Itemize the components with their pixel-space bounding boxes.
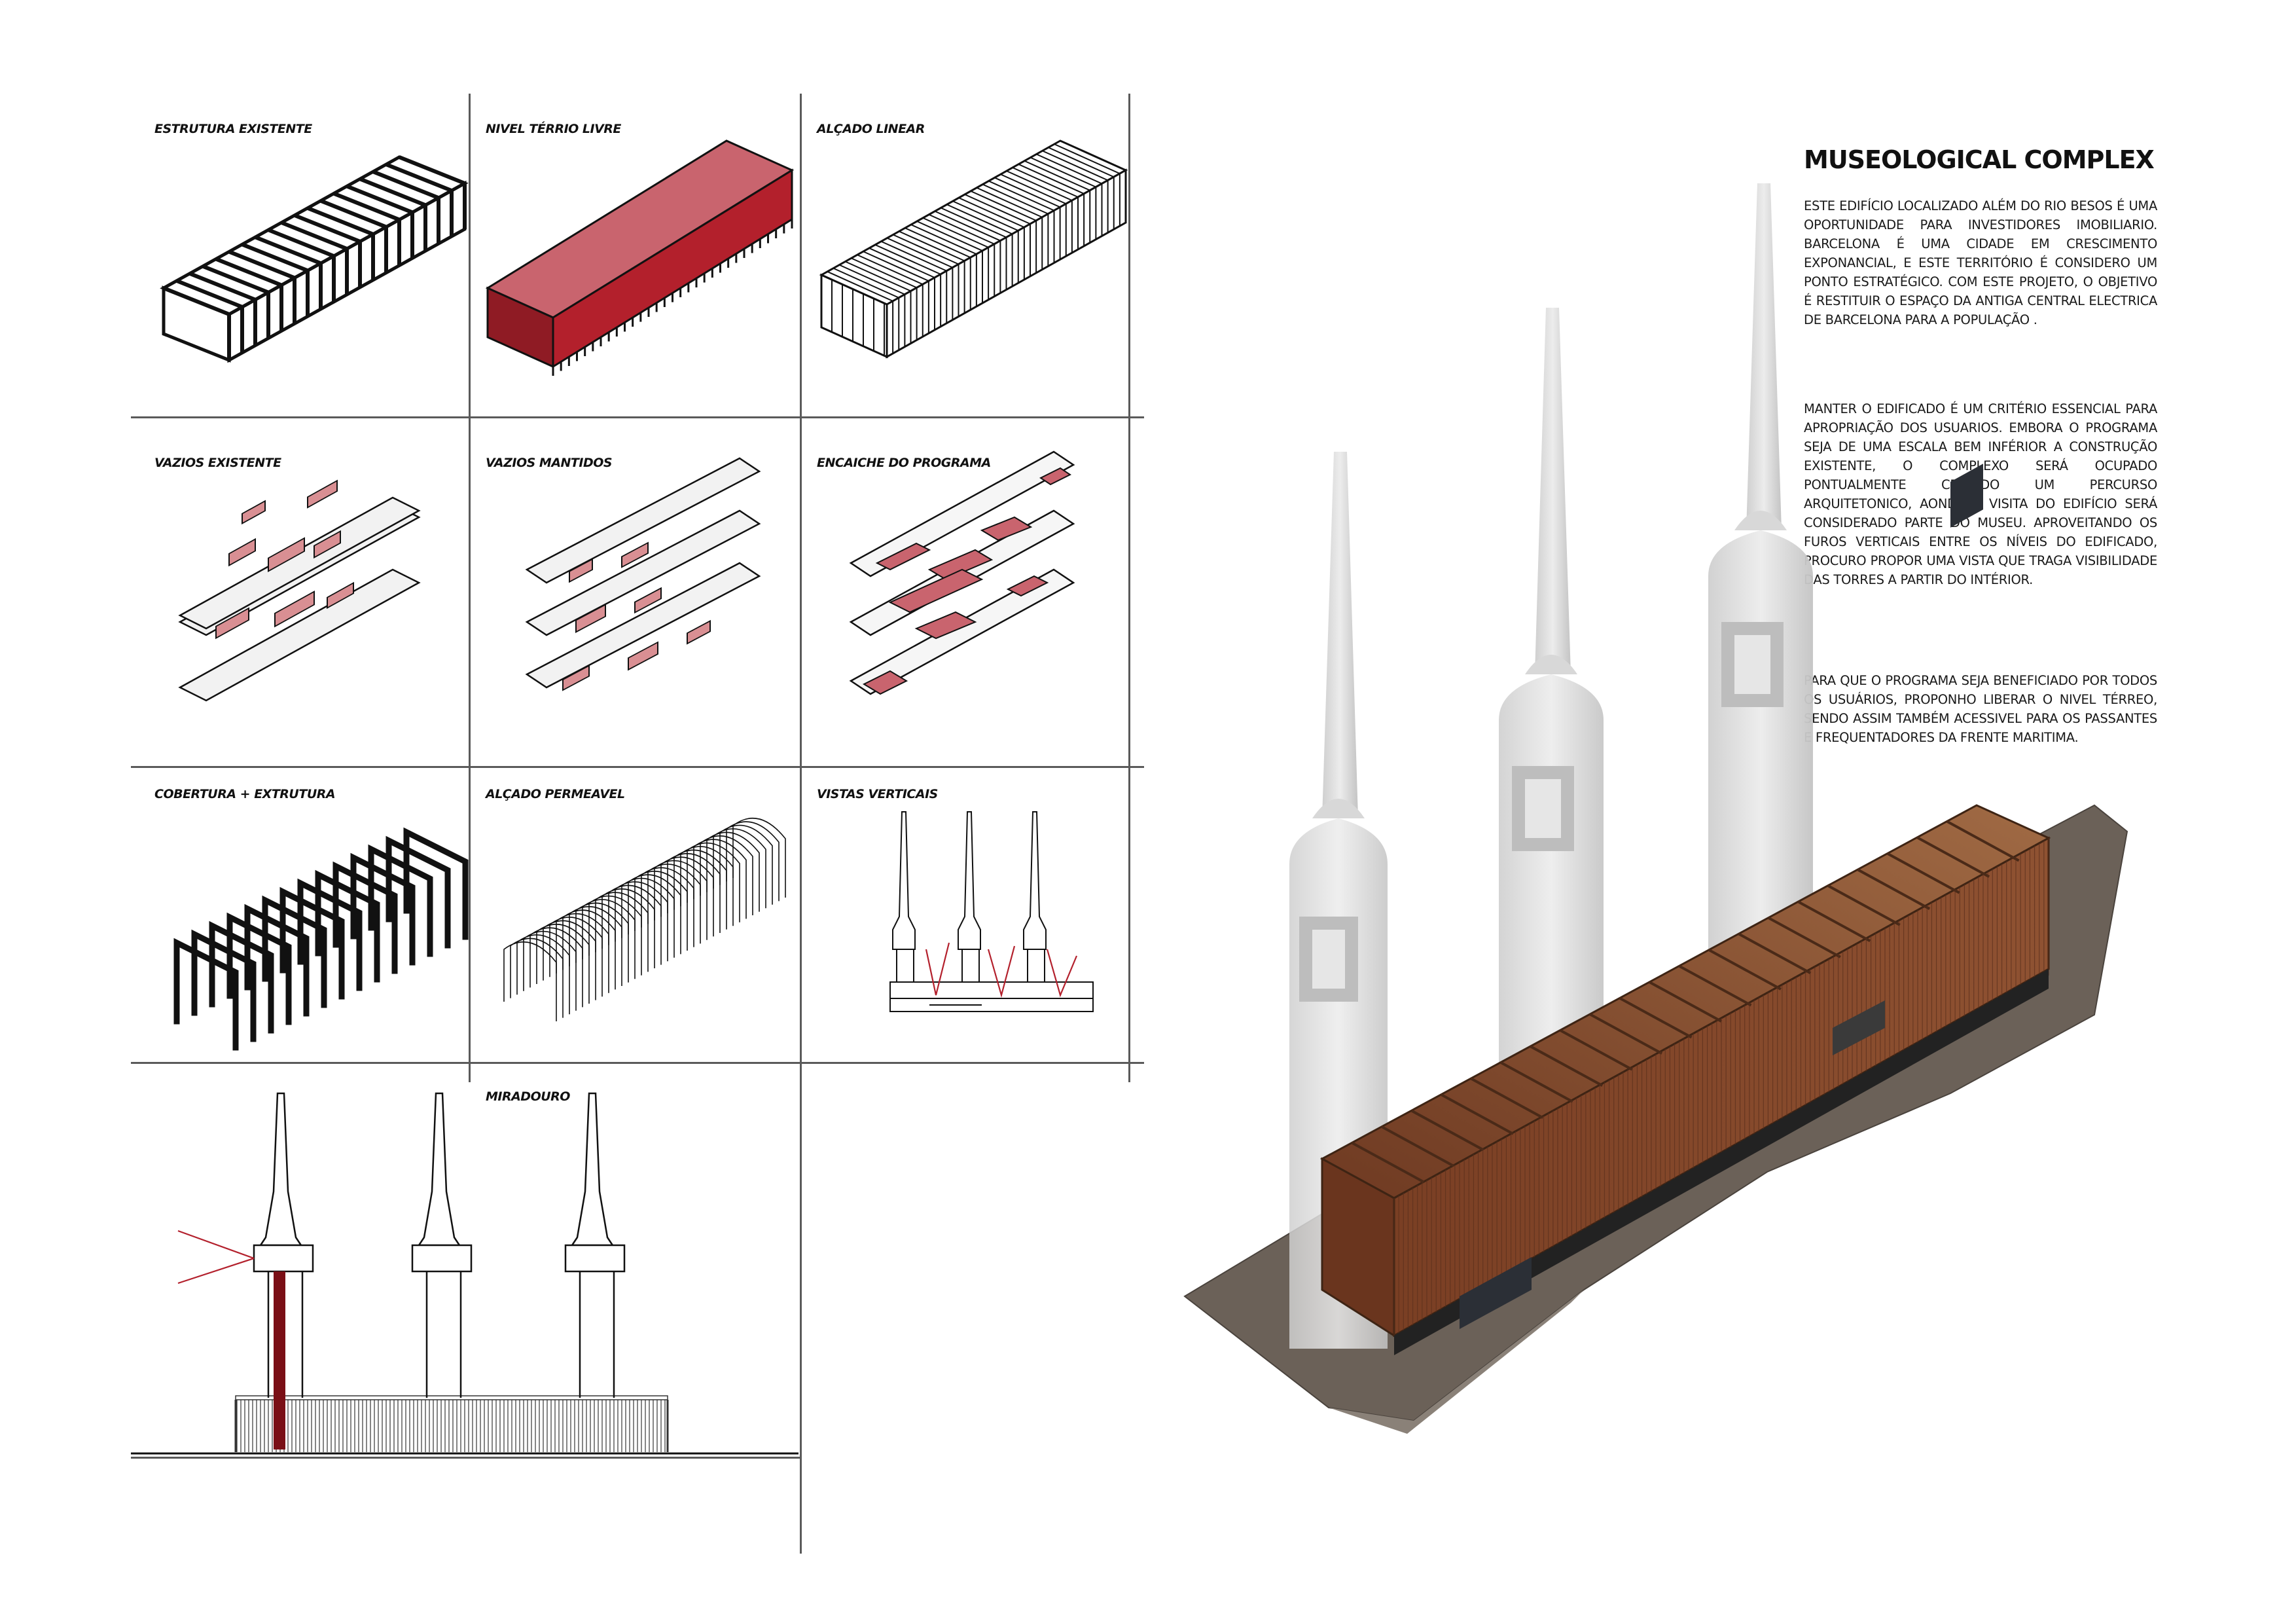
grid-hline-3 [131,1062,1144,1064]
diagram-nivel-terreo-livre [485,139,795,376]
diagram-alcado-linear [819,139,1128,359]
grid-vline-3 [1128,94,1130,1082]
label-encaixe-do-programa: ENCAICHE DO PROGRAMA [817,456,991,470]
label-alcado-permeavel: ALÇADO PERMEAVEL [486,787,625,801]
label-alcado-linear: ALÇADO LINEAR [817,122,925,136]
grid-hline-4 [131,1457,800,1459]
diagram-vistas-verticais [889,811,1094,1012]
grid-hline-1 [131,416,1144,418]
diagram-cobertura-extrutura [173,827,469,1051]
diagram-vazios-mantidos [525,457,761,691]
label-vazios-mantidos: VAZIOS MANTIDOS [486,456,613,470]
render-museological-complex [1183,183,2128,1434]
paragraph-1: ESTE EDIFÍCIO LOCALIZADO ALÉM DO RIO BES… [1804,198,2157,327]
diagram-encaixe-do-programa [849,450,1075,695]
label-miradouro: MIRADOURO [486,1089,570,1104]
label-estrutura-existente: ESTRUTURA EXISTENTE [154,122,312,136]
diagram-estrutura-existente [160,155,469,363]
diagram-alcado-permeavel [503,817,786,1021]
label-cobertura-extrutura: COBERTURA + EXTRUTURA [154,787,336,801]
label-vazios-existente: VAZIOS EXISTENTE [154,456,281,470]
diagram-vazios-existente [178,479,421,702]
rust-building [1319,464,2051,1355]
paragraph-3: PARA QUE O PROGRAMA SEJA BENEFICIADO POR… [1804,673,2157,745]
label-nivel-terreo-livre: NIVEL TÉRRIO LIVRE [486,122,621,136]
diagram-miradouro [131,1092,798,1455]
grid-vline-1 [469,94,471,1082]
page-title: MUSEOLOGICAL COMPLEX [1804,145,2155,174]
grid-hline-2 [131,766,1144,768]
label-vistas-verticais: VISTAS VERTICAIS [817,787,938,801]
grid-vline-2 [800,94,802,1554]
